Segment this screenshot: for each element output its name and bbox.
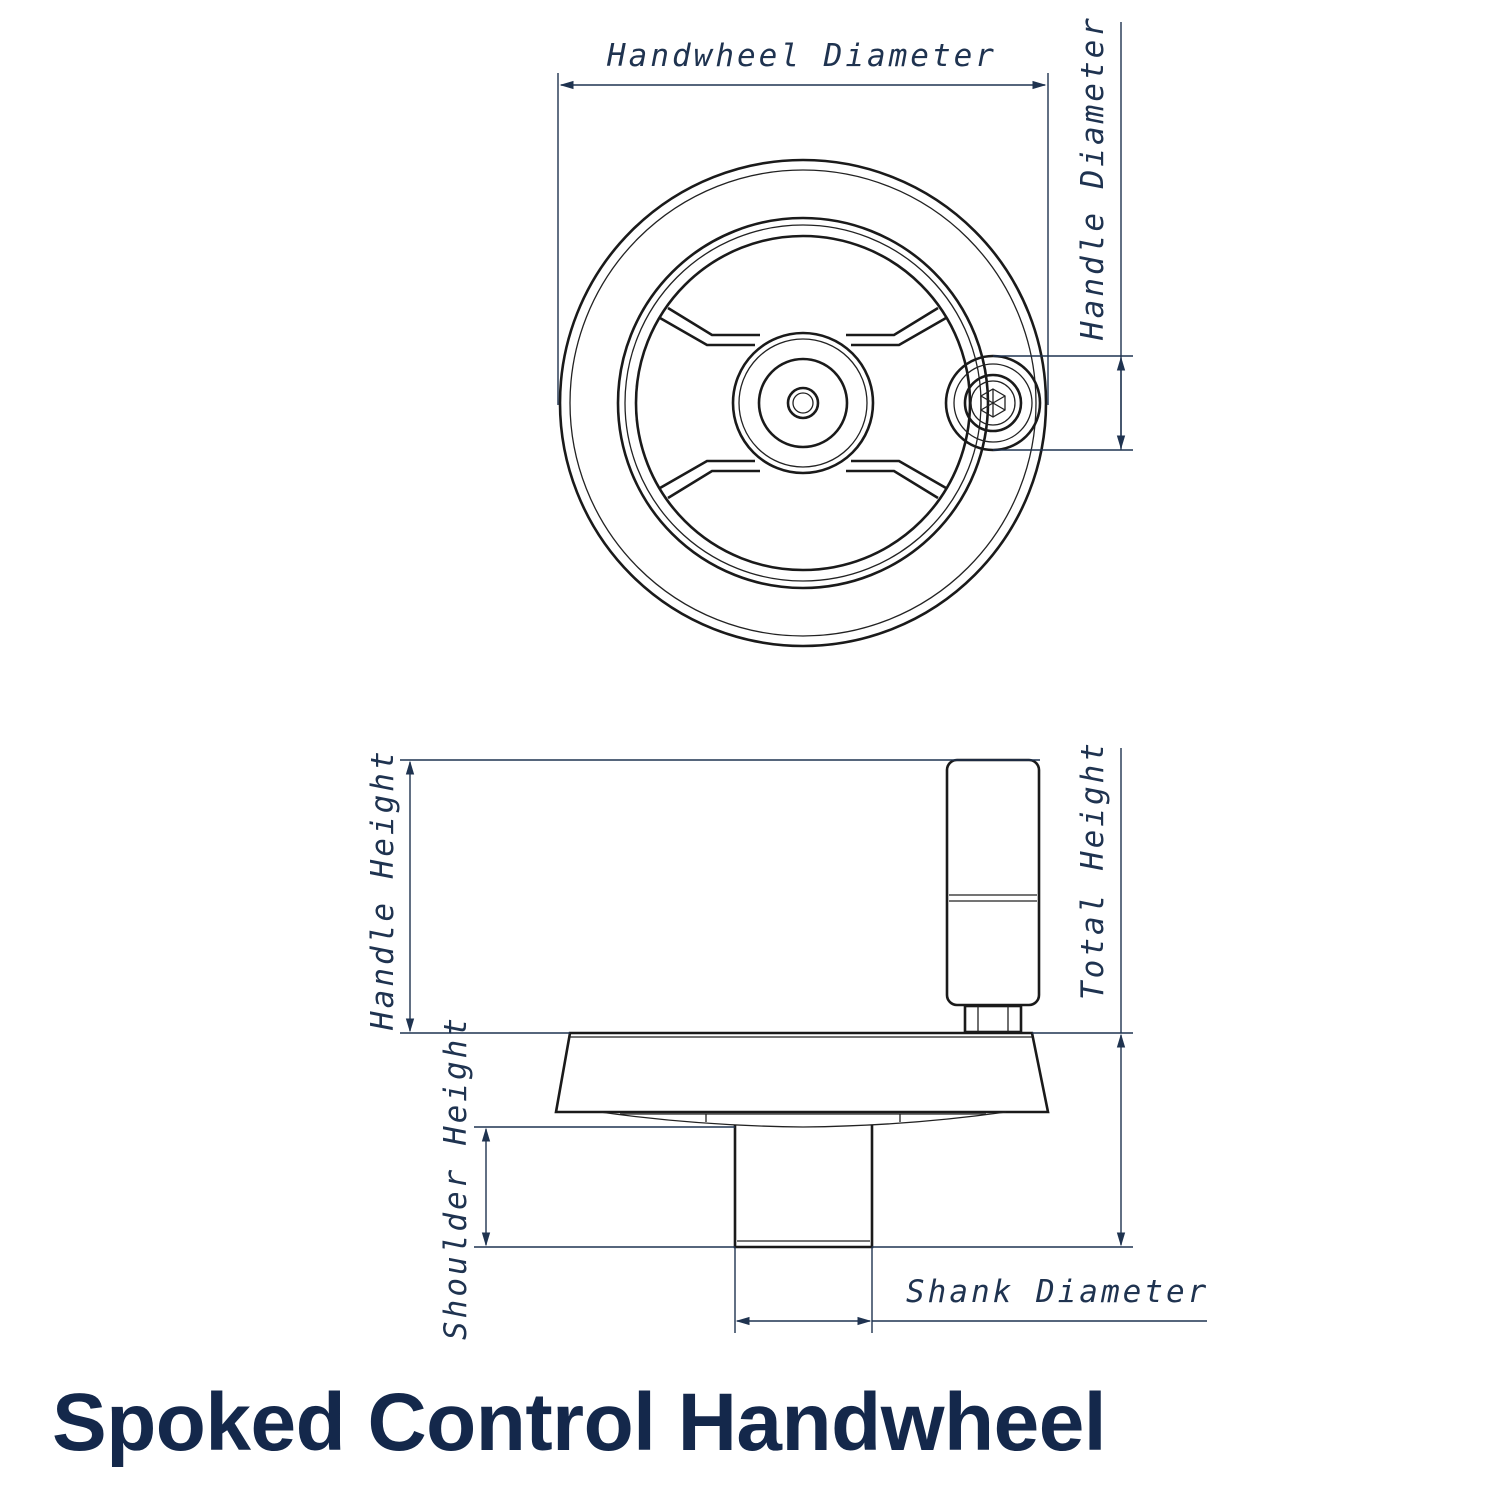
label-handwheel-diameter: Handwheel Diameter [606, 38, 997, 74]
dimension-shoulder-height: Shoulder Height [438, 1015, 735, 1340]
handle-top [944, 354, 1042, 452]
label-total-height: Total Height [1075, 740, 1111, 1000]
spokes [659, 306, 947, 500]
dimension-handle-height: Handle Height [365, 748, 1040, 1034]
label-handle-diameter: Handle Diameter [1075, 15, 1111, 341]
hub [731, 331, 875, 475]
dimension-handle-diameter: Handle Diameter [993, 15, 1133, 451]
dimension-shank-diameter: Shank Diameter [734, 1247, 1209, 1333]
label-shoulder-height: Shoulder Height [438, 1015, 474, 1340]
label-shank-diameter: Shank Diameter [906, 1274, 1209, 1310]
label-handle-height: Handle Height [365, 748, 401, 1031]
dimension-handwheel-diameter: Handwheel Diameter [557, 38, 1049, 405]
side-view [554, 758, 1050, 1249]
top-view [558, 158, 1048, 648]
page-title: Spoked Control Handwheel [52, 1377, 1107, 1468]
dimension-total-height: Total Height [872, 740, 1133, 1248]
